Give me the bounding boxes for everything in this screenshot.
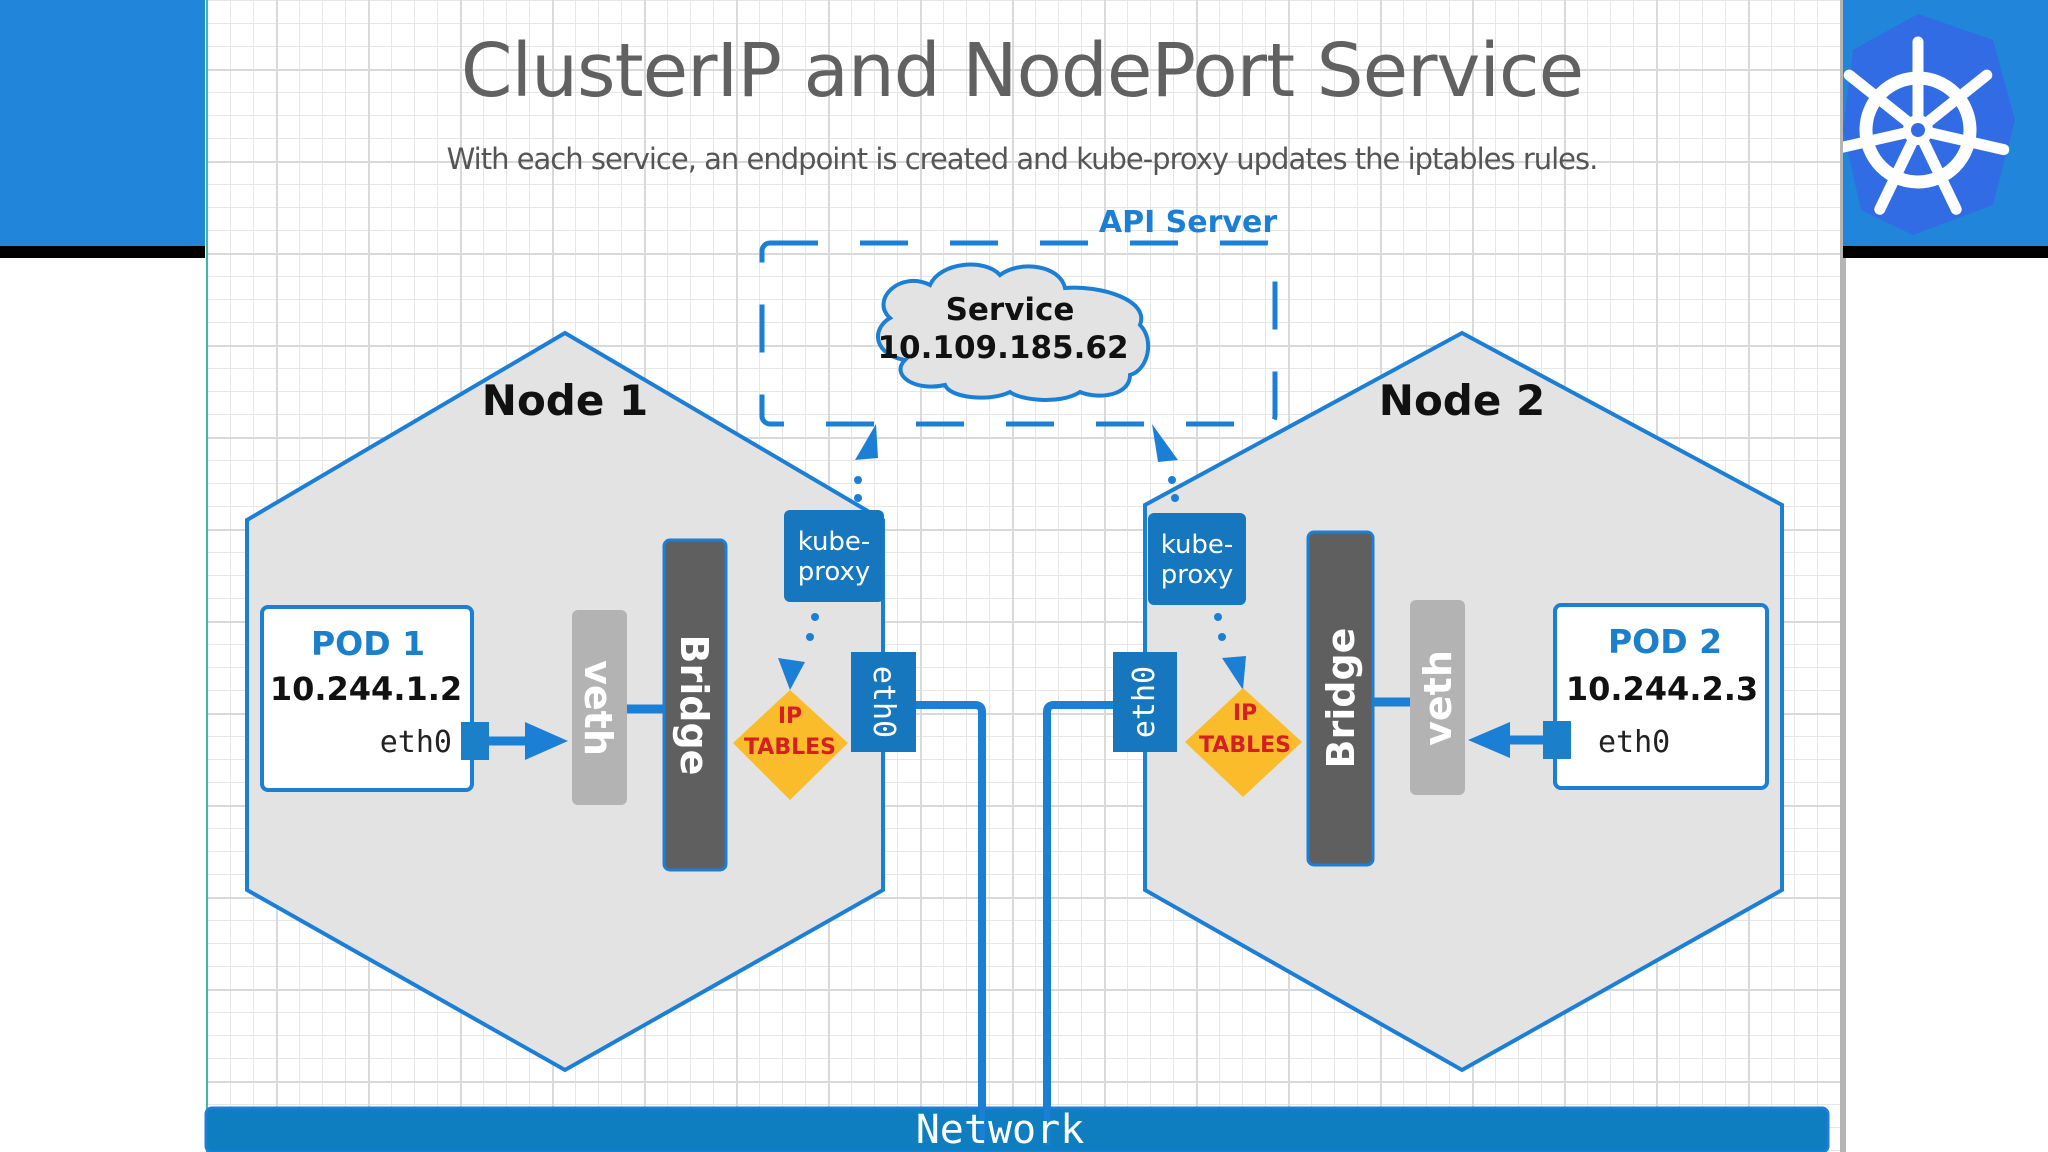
node-2-label: Node 2 [1379, 376, 1545, 425]
node-2-iptables-label-2: TABLES [1199, 733, 1291, 758]
node-1-kube-proxy-label-1: kube- [798, 527, 871, 557]
node-1-label: Node 1 [482, 376, 648, 425]
node-2-network-link [1043, 701, 1113, 1112]
node-2-kube-proxy [1148, 513, 1246, 605]
service-cloud: Service 10.109.185.62 [876, 262, 1151, 402]
pod-1-arrow-icon [525, 722, 568, 760]
pod-2-name: POD 2 [1608, 622, 1722, 661]
page-subtitle: With each service, an endpoint is create… [446, 142, 1599, 176]
node-1-bridge [662, 538, 728, 872]
node-1-bridge-label: Bridge [672, 635, 716, 776]
pod-2-eth0-label: eth0 [1598, 725, 1670, 760]
node-2-eth0-label: eth0 [1127, 666, 1162, 738]
pod-1-ip: 10.244.1.2 [270, 670, 462, 708]
node-2-kube-proxy-label-2: proxy [1161, 560, 1234, 590]
node-1-iptables-label-2: TABLES [744, 735, 836, 760]
pod-2-eth0-port [1543, 721, 1571, 759]
right-black-bar [1843, 246, 2048, 258]
pod-1-eth0-port [461, 722, 489, 760]
node-1-network-link [916, 701, 986, 1112]
page-title: ClusterIP and NodePort Service [460, 28, 1584, 114]
node-2: Node 2 kube- proxy eth0 IP TABLES Bridge… [1043, 330, 1784, 1112]
network-label: Network [916, 1107, 1085, 1152]
pod-1-box[interactable] [260, 605, 474, 792]
node-1-api-arrow-icon [855, 424, 878, 460]
service-name: Service [946, 292, 1075, 328]
left-black-bar [0, 246, 205, 258]
node-1-veth [572, 610, 627, 805]
left-blue-panel [0, 0, 205, 246]
node-1: Node 1 POD 1 10.244.1.2 eth0 veth Bridge… [245, 330, 986, 1112]
pod-1-name: POD 1 [311, 624, 425, 663]
node-2-iptables-label-1: IP [1233, 701, 1257, 726]
node-1-kube-proxy-label-2: proxy [798, 557, 871, 587]
service-ip: 10.109.185.62 [877, 330, 1128, 366]
api-server-box [759, 240, 1278, 427]
node-2-iptables [1185, 688, 1302, 797]
pod-2-ip: 10.244.2.3 [1566, 670, 1758, 708]
node-1-eth0-label: eth0 [866, 666, 901, 738]
kubernetes-logo [1843, 0, 2048, 246]
node-1-eth0 [851, 652, 916, 752]
node-2-iptables-arrow-icon [1222, 656, 1246, 690]
pod-1-eth0-label: eth0 [380, 725, 452, 760]
node-2-veth-label: veth [1416, 650, 1460, 746]
node-2-api-arrow-icon [1152, 424, 1178, 462]
node-1-veth-label: veth [576, 660, 620, 756]
pod-2-box[interactable] [1553, 603, 1769, 790]
node-2-bridge-label: Bridge [1319, 628, 1363, 769]
network-bar [204, 1106, 1830, 1152]
node-2-eth0 [1113, 652, 1177, 752]
node-1-iptables [733, 690, 848, 800]
node-2-kube-proxy-label-1: kube- [1161, 530, 1234, 560]
node-1-iptables-label-1: IP [778, 704, 802, 729]
node-1-kube-proxy [784, 510, 884, 602]
node-2-veth [1410, 600, 1465, 795]
node-1-iptables-arrow-icon [778, 658, 805, 690]
pod-2-arrow-icon [1468, 722, 1510, 758]
api-server-label: API Server [1099, 205, 1277, 240]
kubernetes-helm-icon [1843, 14, 2015, 235]
